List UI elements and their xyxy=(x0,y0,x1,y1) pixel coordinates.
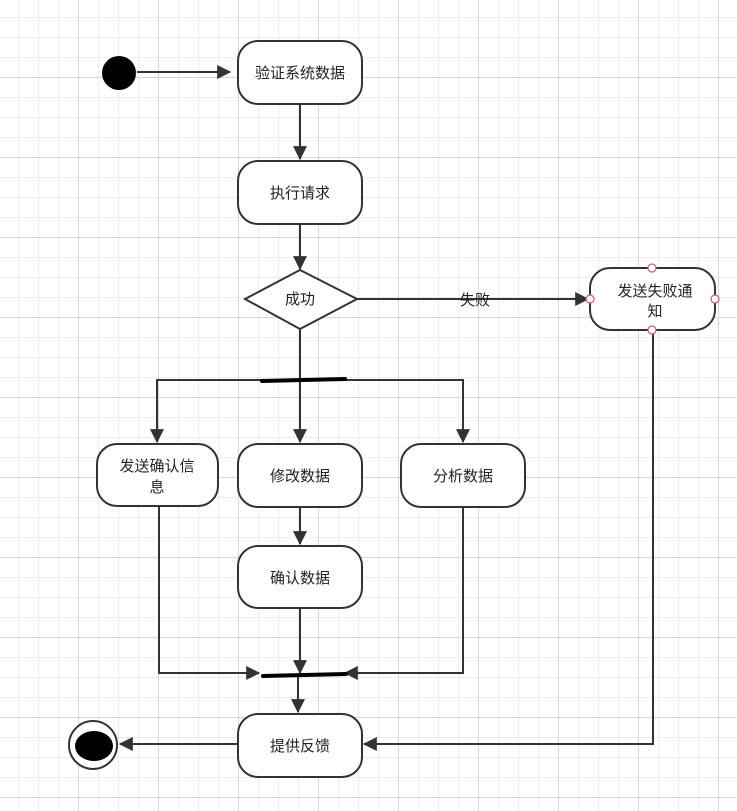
action-analyze-data[interactable]: 分析数据 xyxy=(400,443,526,508)
action-execute-label: 执行请求 xyxy=(270,184,330,202)
decision-success[interactable]: 成功 xyxy=(242,268,360,331)
action-confirm-msg-label-line2: 息 xyxy=(149,478,164,496)
action-provide-feedback[interactable]: 提供反馈 xyxy=(237,713,363,778)
action-modify-label: 修改数据 xyxy=(270,467,330,485)
action-send-failure-notice[interactable]: 发送失败通 知 xyxy=(585,263,720,335)
action-confirm-msg-label-line1: 发送确认信 xyxy=(119,457,194,475)
action-confirm-data-label: 确认数据 xyxy=(270,569,330,587)
start-node xyxy=(102,56,136,90)
action-fail-notice-label-line1: 发送失败通 xyxy=(617,282,692,300)
edge-fail-notice-to-feedback xyxy=(362,330,654,751)
anchor-point-bottom[interactable] xyxy=(647,325,657,335)
anchor-point-left[interactable] xyxy=(585,294,595,304)
action-modify-data[interactable]: 修改数据 xyxy=(237,443,363,508)
fork-bar xyxy=(260,377,347,383)
join-bar xyxy=(261,672,348,678)
action-verify-label: 验证系统数据 xyxy=(255,64,345,82)
edge-confirm-msg-to-join xyxy=(158,506,261,680)
edge-fork-to-confirm-msg xyxy=(150,379,300,444)
action-execute-request[interactable]: 执行请求 xyxy=(237,160,363,225)
action-send-confirmation-message[interactable]: 发送确认信 息 xyxy=(96,443,219,507)
edge-analyze-to-join xyxy=(343,507,464,680)
action-analyze-label: 分析数据 xyxy=(433,467,493,485)
anchor-point-top[interactable] xyxy=(647,263,657,273)
action-verify-system-data[interactable]: 验证系统数据 xyxy=(237,40,363,105)
edge-fork-to-analyze xyxy=(300,379,470,444)
edges xyxy=(118,65,654,751)
end-node xyxy=(68,720,118,770)
anchor-point-right[interactable] xyxy=(710,294,720,304)
decision-label: 成功 xyxy=(285,290,315,308)
action-fail-notice-label-line2: 知 xyxy=(647,302,662,320)
edge-fail-label: 失败 xyxy=(460,291,490,309)
action-feedback-label: 提供反馈 xyxy=(270,737,330,755)
action-confirm-data[interactable]: 确认数据 xyxy=(237,545,363,609)
